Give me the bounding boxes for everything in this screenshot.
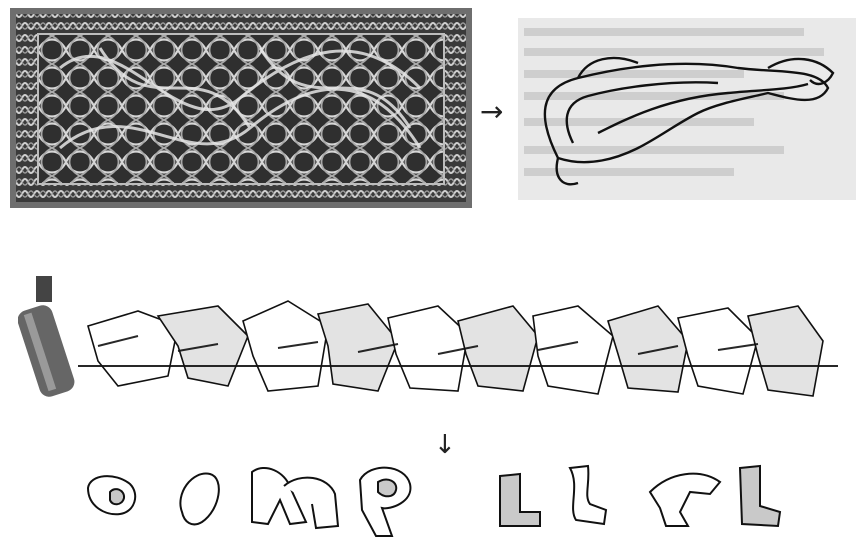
letter-o-shape [180,474,218,525]
interlace-beast-outline [518,18,856,200]
letter-l-shape-2 [570,466,606,524]
letter-p-shape-inner [378,480,396,497]
letter-n-shape [252,468,306,524]
arrow-right-icon: → [480,98,503,126]
letter-p-shape [360,468,410,536]
graffiti-lettering-with-spray-can [18,266,848,436]
extracted-letterforms [70,452,790,538]
letter-l-shape [500,474,540,526]
letter-l-shape-3 [740,466,780,526]
letter-g-shape-inner [110,489,124,504]
celtic-knotwork-panel [10,8,472,208]
spray-can-icon [18,276,77,399]
letter-t-shape [650,474,720,526]
